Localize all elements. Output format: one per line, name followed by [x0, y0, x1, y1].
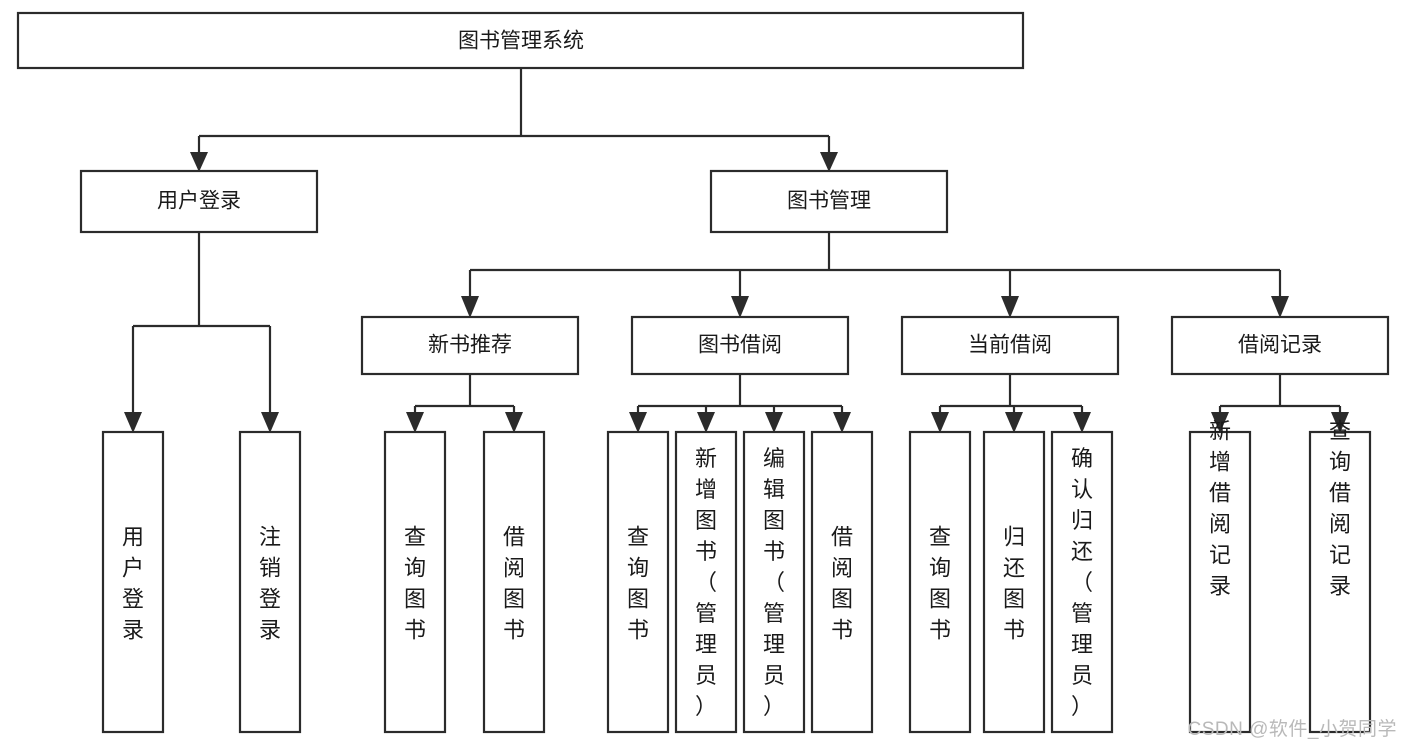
arrow-leaf-return-book: [1005, 412, 1023, 433]
node-leaf-query-book-1[interactable]: 查询图书: [383, 430, 447, 734]
node-root[interactable]: 图书管理系统: [16, 11, 1025, 70]
node-leaf-edit-book[interactable]: 编辑图书（管理员）: [742, 430, 806, 734]
node-leaf-query-book-1-label: 查询图书: [404, 524, 426, 642]
node-leaf-query-book-2-label: 查询图书: [627, 524, 649, 642]
node-leaf-user-logout-label: 注销登录: [259, 524, 281, 642]
node-leaf-user-login-box[interactable]: [101, 430, 165, 734]
node-user-login-box[interactable]: [79, 169, 319, 234]
arrow-leaf-user-login: [124, 412, 142, 433]
node-leaf-add-book[interactable]: 新增图书（管理员）: [674, 430, 738, 734]
node-book-borrow-box[interactable]: [630, 315, 850, 376]
arrow-leaf-user-logout: [261, 412, 279, 433]
node-current-borrow-box[interactable]: [900, 315, 1120, 376]
node-leaf-add-book-label: 新增图书（管理员）: [695, 446, 717, 719]
node-book-manage[interactable]: 图书管理: [709, 169, 949, 234]
arrow-leaf-query-record: [1331, 412, 1349, 433]
node-leaf-borrow-book-2-box[interactable]: [810, 430, 874, 734]
arrow-leaf-add-record: [1211, 412, 1229, 433]
node-leaf-query-book-3[interactable]: 查询图书: [908, 430, 972, 734]
arrow-leaf-query-book-1: [406, 412, 424, 433]
arrow-to-user-login: [190, 152, 208, 172]
node-leaf-query-book-2[interactable]: 查询图书: [606, 430, 670, 734]
node-leaf-borrow-book-2-label: 借阅图书: [831, 524, 853, 642]
node-book-borrow[interactable]: 图书借阅: [630, 315, 850, 376]
arrow-to-new-book-recommend: [461, 296, 479, 318]
node-borrow-record-label: 借阅记录: [1238, 334, 1322, 357]
arrow-leaf-query-book-2: [629, 412, 647, 433]
node-leaf-borrow-book-1-label: 借阅图书: [503, 524, 525, 642]
node-leaf-query-book-3-box[interactable]: [908, 430, 972, 734]
node-leaf-user-login-label: 用户登录: [122, 524, 144, 642]
csdn-watermark: CSDN @软件_小贺同学: [1187, 719, 1397, 740]
node-leaf-user-login[interactable]: 用户登录: [101, 430, 165, 734]
arrow-leaf-borrow-book-2: [833, 412, 851, 433]
node-leaf-query-book-3-label: 查询图书: [929, 524, 951, 642]
node-leaf-query-book-1-box[interactable]: [383, 430, 447, 734]
arrow-leaf-query-book-3: [931, 412, 949, 433]
node-leaf-confirm-return[interactable]: 确认归还（管理员）: [1050, 430, 1114, 734]
node-leaf-return-book-label: 归还图书: [1003, 524, 1025, 642]
node-root-box[interactable]: [16, 11, 1025, 70]
node-leaf-query-book-2-box[interactable]: [606, 430, 670, 734]
node-leaf-add-record-label: 新增借阅记录: [1209, 418, 1231, 598]
arrow-to-borrow-record: [1271, 296, 1289, 318]
node-leaf-query-record[interactable]: 查询借阅记录: [1308, 418, 1372, 734]
node-new-book-recommend-box[interactable]: [360, 315, 580, 376]
node-leaf-borrow-book-2[interactable]: 借阅图书: [810, 430, 874, 734]
node-borrow-record[interactable]: 借阅记录: [1170, 315, 1390, 376]
node-leaf-add-book-box[interactable]: [674, 430, 738, 734]
node-leaf-user-logout[interactable]: 注销登录: [238, 430, 302, 734]
node-leaf-return-book-box[interactable]: [982, 430, 1046, 734]
node-leaf-add-record-box[interactable]: [1188, 430, 1252, 734]
node-current-borrow[interactable]: 当前借阅: [900, 315, 1120, 376]
node-user-login[interactable]: 用户登录: [79, 169, 319, 234]
node-leaf-query-record-label: 查询借阅记录: [1329, 418, 1351, 598]
node-leaf-user-logout-box[interactable]: [238, 430, 302, 734]
node-leaf-borrow-book-1[interactable]: 借阅图书: [482, 430, 546, 734]
node-current-borrow-label: 当前借阅: [968, 334, 1052, 357]
arrow-leaf-borrow-book-1: [505, 412, 523, 433]
node-borrow-record-box[interactable]: [1170, 315, 1390, 376]
node-leaf-edit-book-box[interactable]: [742, 430, 806, 734]
node-book-manage-label: 图书管理: [787, 190, 871, 213]
node-new-book-recommend-label: 新书推荐: [428, 334, 512, 357]
node-root-label: 图书管理系统: [458, 30, 584, 53]
arrow-leaf-edit-book: [765, 412, 783, 433]
arrow-leaf-add-book: [697, 412, 715, 433]
arrow-leaf-confirm-return: [1073, 412, 1091, 433]
connector-layer: [124, 68, 1349, 433]
node-leaf-borrow-book-1-box[interactable]: [482, 430, 546, 734]
node-leaf-confirm-return-box[interactable]: [1050, 430, 1114, 734]
node-user-login-label: 用户登录: [157, 190, 241, 213]
arrow-to-book-borrow: [731, 296, 749, 318]
arrow-to-current-borrow: [1001, 296, 1019, 318]
arrow-to-book-manage: [820, 152, 838, 172]
node-leaf-edit-book-label: 编辑图书（管理员）: [763, 446, 785, 719]
node-book-borrow-label: 图书借阅: [698, 334, 782, 357]
node-book-manage-box[interactable]: [709, 169, 949, 234]
node-leaf-return-book[interactable]: 归还图书: [982, 430, 1046, 734]
node-leaf-add-record[interactable]: 新增借阅记录: [1188, 418, 1252, 734]
node-leaf-confirm-return-label: 确认归还（管理员）: [1071, 446, 1093, 719]
node-leaf-query-record-box[interactable]: [1308, 430, 1372, 734]
node-new-book-recommend[interactable]: 新书推荐: [360, 315, 580, 376]
